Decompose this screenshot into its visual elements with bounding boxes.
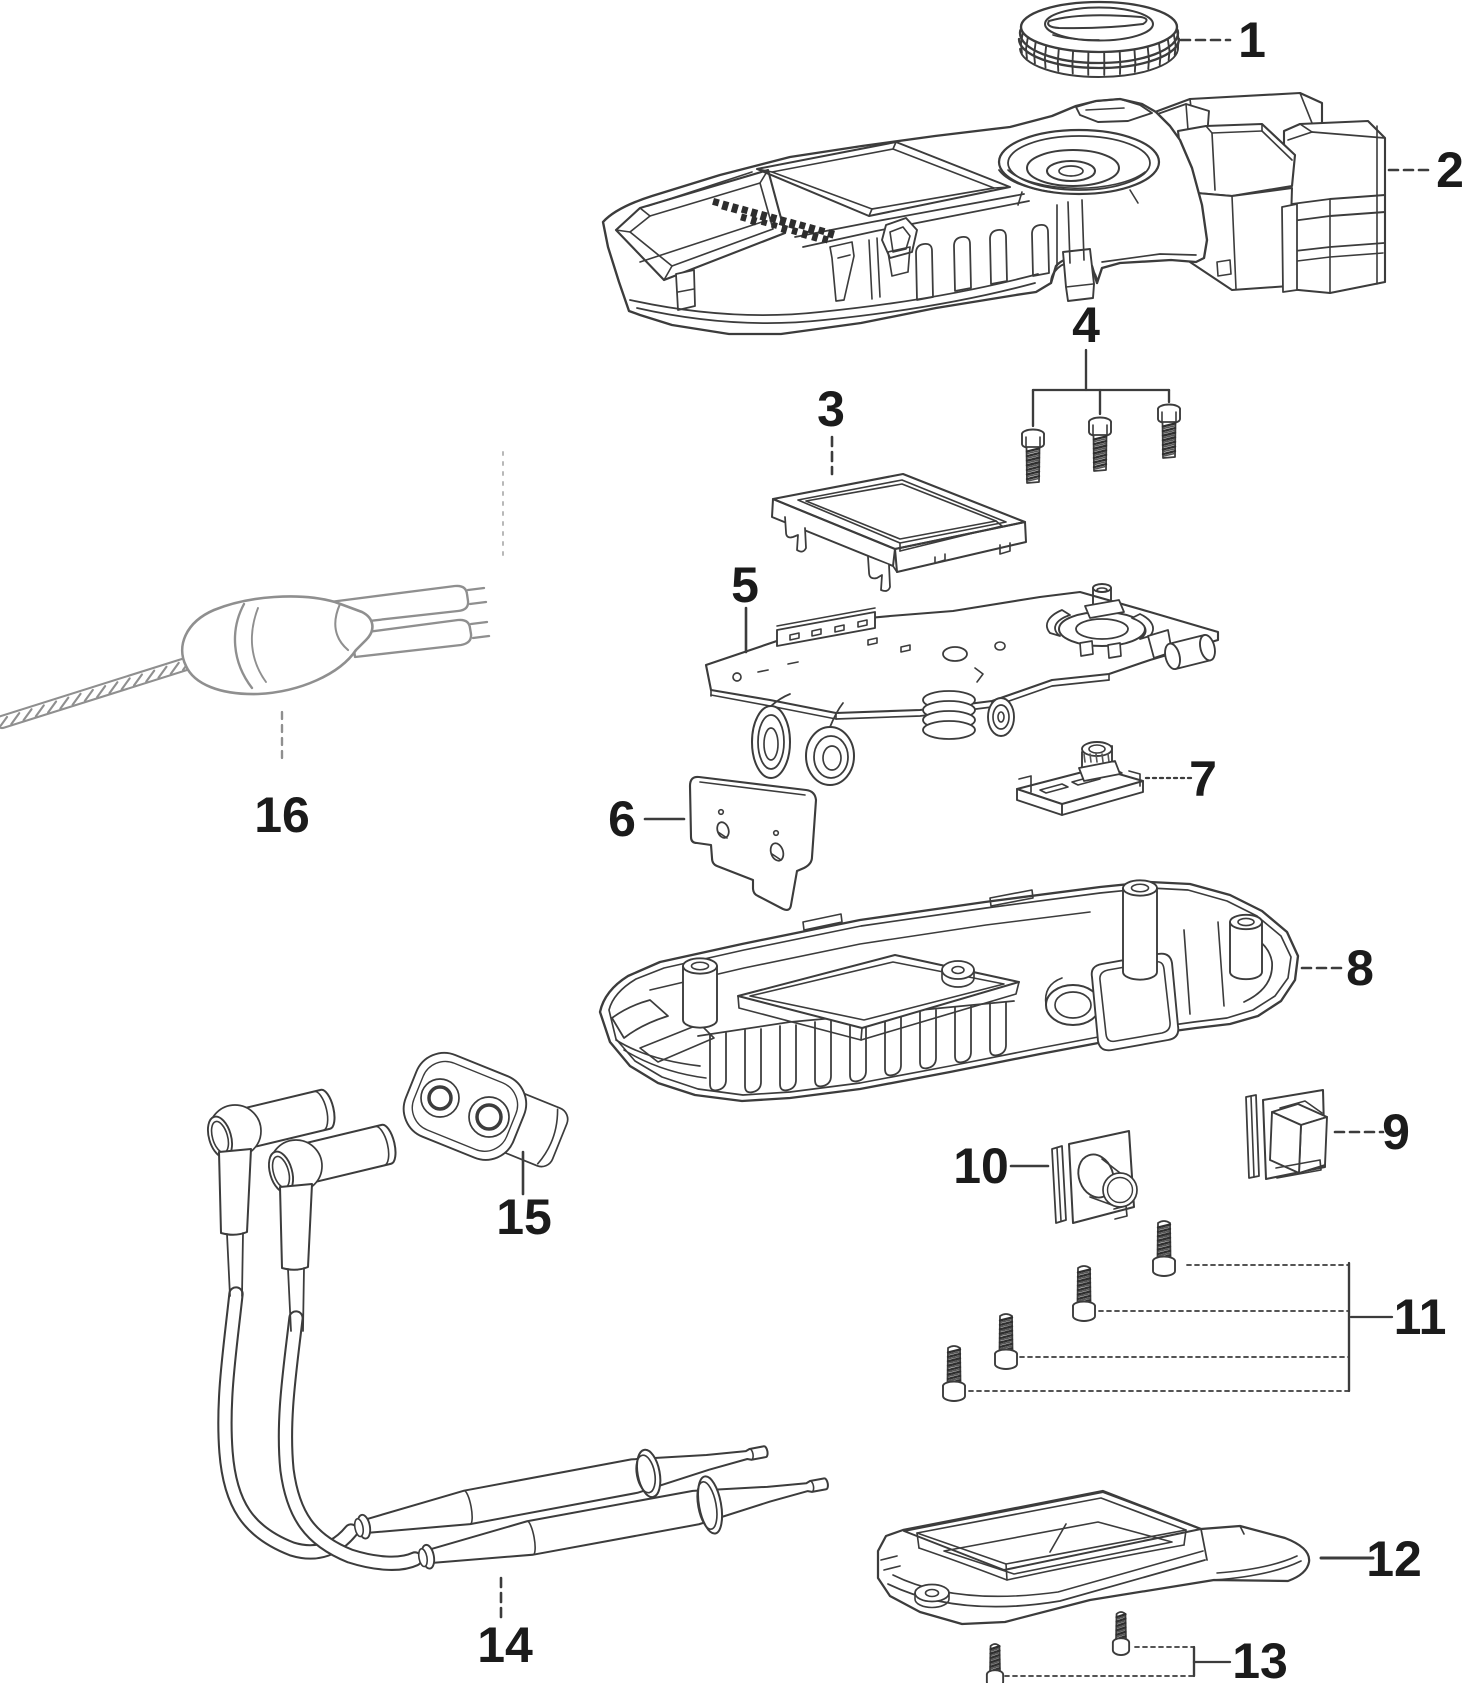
svg-text:8: 8 [1346, 940, 1374, 996]
svg-text:3: 3 [817, 381, 845, 437]
svg-text:9: 9 [1382, 1104, 1410, 1160]
svg-text:13: 13 [1232, 1633, 1288, 1683]
svg-text:1: 1 [1238, 12, 1266, 68]
svg-text:4: 4 [1072, 297, 1100, 353]
svg-text:16: 16 [254, 787, 310, 843]
svg-text:6: 6 [608, 791, 636, 847]
svg-text:11: 11 [1394, 1289, 1447, 1345]
svg-text:15: 15 [496, 1189, 552, 1245]
svg-text:12: 12 [1366, 1531, 1422, 1587]
svg-text:10: 10 [953, 1138, 1009, 1194]
svg-text:2: 2 [1436, 142, 1463, 198]
svg-text:5: 5 [731, 557, 759, 613]
svg-text:7: 7 [1189, 751, 1217, 807]
svg-text:14: 14 [477, 1617, 533, 1673]
